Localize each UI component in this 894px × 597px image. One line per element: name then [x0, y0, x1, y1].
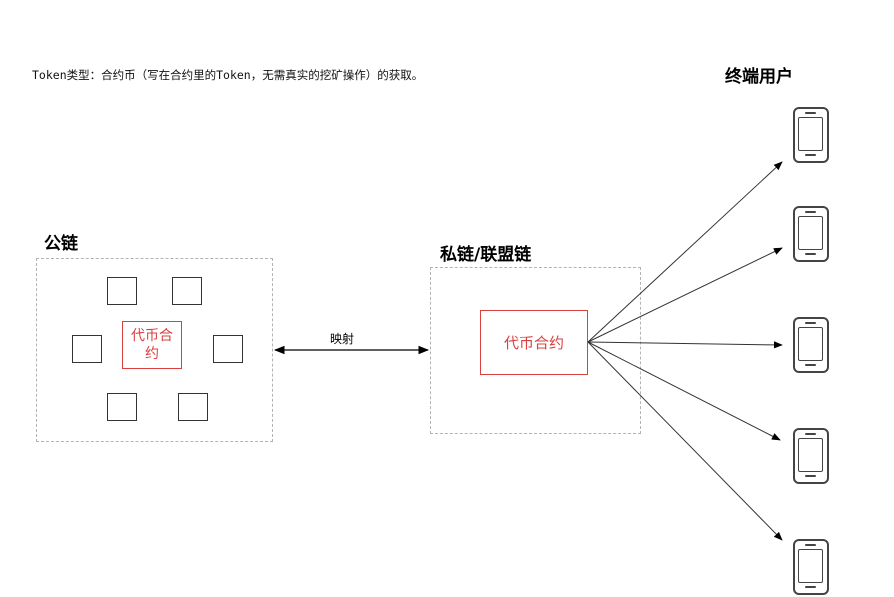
public-chain-node: [72, 335, 102, 363]
public-token-contract: 代币合约: [122, 321, 182, 369]
public-chain-node: [107, 393, 137, 421]
mobile-phone-icon: [793, 539, 829, 595]
mobile-phone-icon: [793, 317, 829, 373]
diagram-caption: Token类型：合约币（写在合约里的Token，无需真实的挖矿操作）的获取。: [32, 68, 424, 82]
mobile-phone-icon: [793, 428, 829, 484]
user-link-arrow: [587, 247, 783, 343]
end-users-title: 终端用户: [725, 67, 793, 87]
public-chain-node: [178, 393, 208, 421]
private-chain-panel: [430, 267, 641, 434]
user-link-arrow: [587, 341, 781, 441]
public-chain-node: [172, 277, 202, 305]
user-link-arrow: [587, 161, 783, 343]
public-chain-node: [107, 277, 137, 305]
private-token-contract: 代币合约: [480, 310, 588, 375]
public-chain-panel: [36, 258, 273, 442]
private-chain-title: 私链/联盟链: [440, 245, 532, 265]
mobile-phone-icon: [793, 206, 829, 262]
mobile-phone-icon: [793, 107, 829, 163]
public-chain-title: 公链: [44, 234, 78, 254]
mapping-label: 映射: [330, 332, 355, 346]
public-chain-node: [213, 335, 243, 363]
user-link-arrow: [587, 341, 783, 349]
user-link-arrow: [587, 341, 783, 541]
